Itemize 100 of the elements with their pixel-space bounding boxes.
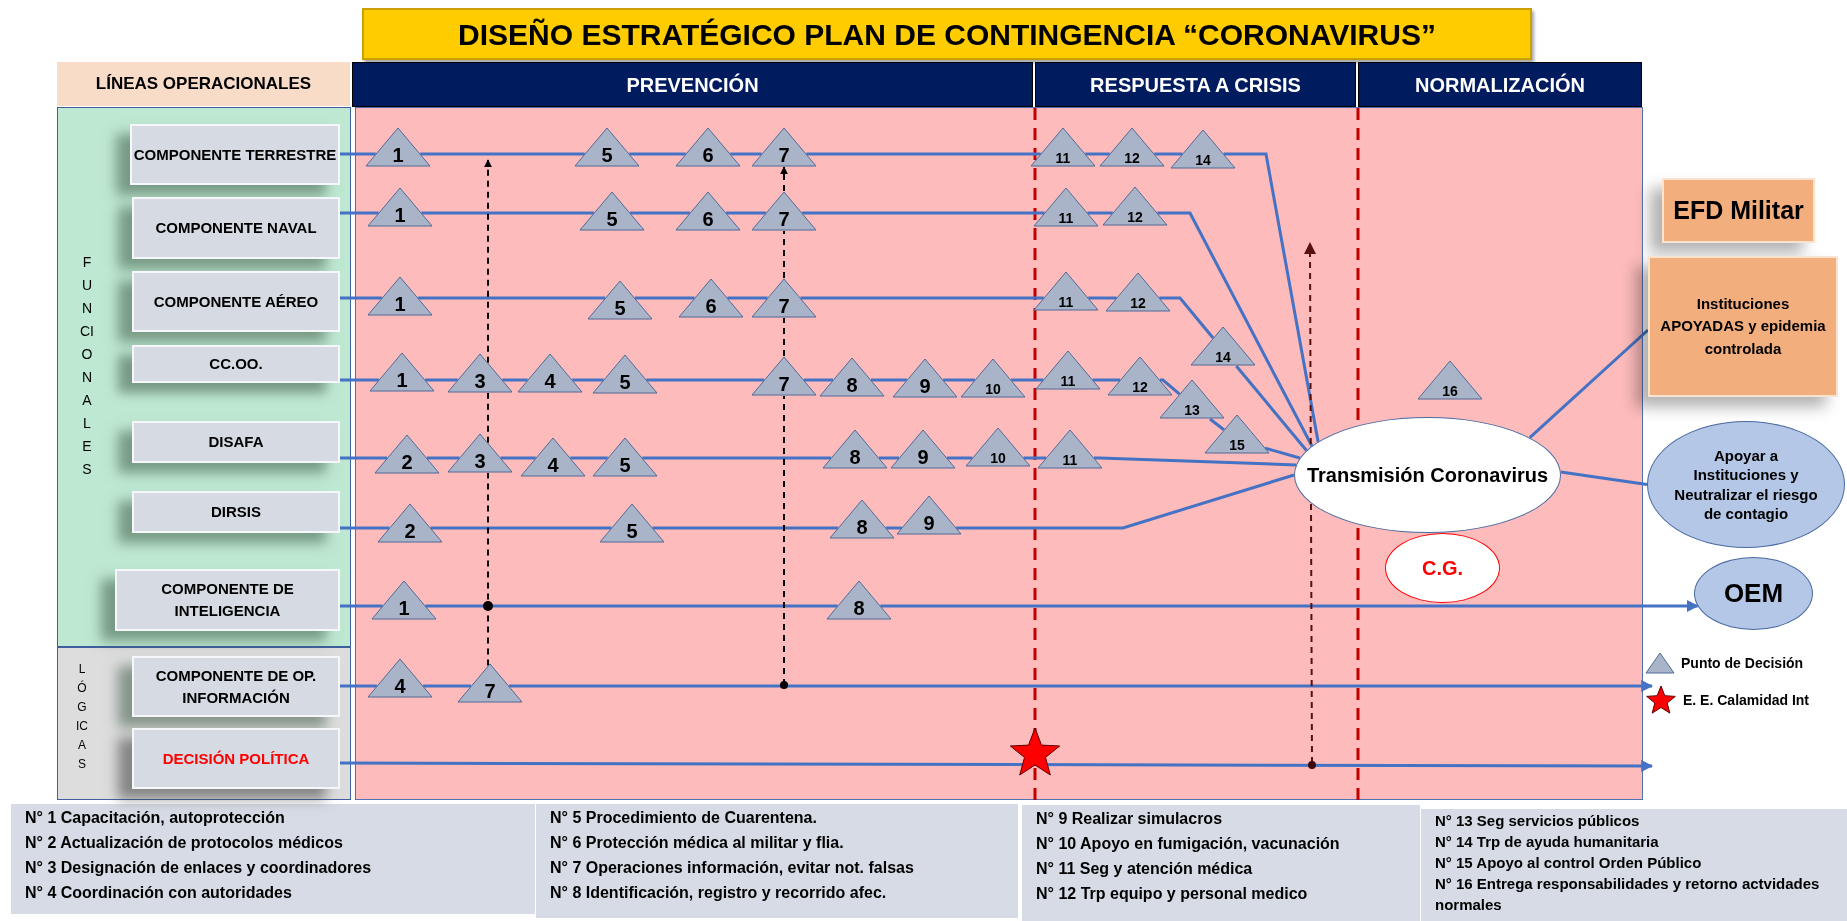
line-label-box xyxy=(130,124,340,185)
node-label: C.G. xyxy=(1421,556,1464,581)
decision-triangle xyxy=(829,499,895,539)
connector-line xyxy=(727,296,768,300)
group-panel xyxy=(57,647,351,800)
decision-number: 8 xyxy=(855,517,869,537)
connector-line xyxy=(426,456,460,460)
decision-triangle xyxy=(1030,127,1096,167)
connector-line xyxy=(418,296,606,300)
connector-line xyxy=(572,378,604,382)
decision-triangle xyxy=(1037,429,1103,469)
connector-line xyxy=(500,456,536,460)
connector-line xyxy=(630,211,690,215)
note-text: N° 10 Apoyo en fumigación, vacunación xyxy=(1036,834,1341,854)
note-text: N° 6 Protección médica al militar y flia. xyxy=(550,833,845,853)
note-text: N° 5 Procedimiento de Cuarentena. xyxy=(550,808,818,828)
decision-triangle xyxy=(587,280,653,320)
decision-triangle xyxy=(675,191,741,231)
connector-line xyxy=(646,378,765,382)
connector-line xyxy=(730,152,762,156)
decision-number: 7 xyxy=(777,374,791,394)
connector-line xyxy=(1159,296,1215,339)
decision-number: 4 xyxy=(543,371,557,391)
node-label: EFD Militar xyxy=(1673,195,1804,227)
decision-number: 9 xyxy=(916,447,930,467)
decision-triangle xyxy=(1033,187,1099,227)
connector-line xyxy=(1154,152,1183,156)
decision-number: 9 xyxy=(918,376,932,396)
line-label-box xyxy=(132,345,340,383)
decision-number: 3 xyxy=(473,371,487,391)
node-label: DECISIÓN POLÍTICA xyxy=(162,748,310,769)
connector-line xyxy=(1157,211,1314,447)
decision-triangle xyxy=(367,187,433,227)
connector-line xyxy=(1088,296,1117,300)
decision-triangle xyxy=(896,495,962,535)
decision-triangle xyxy=(371,580,437,620)
connector-line xyxy=(1159,378,1181,396)
connector-line xyxy=(339,296,382,300)
note-text: N° 15 Apoyo al control Orden Público xyxy=(1435,853,1703,873)
decision-number: 12 xyxy=(1131,380,1149,394)
node-label: Instituciones APOYADAS y epidemia controlada xyxy=(1659,293,1827,359)
node-label: Apoyar a Instituciones y Neutralizar el riesgo de contagio xyxy=(1673,445,1819,524)
decision-number: 5 xyxy=(613,298,627,318)
connector-line xyxy=(946,456,973,460)
connector-line xyxy=(652,526,839,530)
connector-line xyxy=(339,684,377,688)
node-label: COMPONENTE TERRESTRE xyxy=(133,144,337,165)
decision-triangle xyxy=(1159,379,1225,419)
connector-line xyxy=(339,211,379,215)
decision-triangle xyxy=(675,127,741,167)
connector-line xyxy=(726,211,766,215)
connector-line xyxy=(1011,378,1044,382)
connector-line xyxy=(1235,365,1308,452)
connector-line xyxy=(806,152,1041,156)
line-label-box xyxy=(132,421,340,463)
decision-triangle xyxy=(1033,271,1099,311)
note-text: N° 3 Designación de enlaces y coordinadores xyxy=(25,858,373,878)
decision-number: 15 xyxy=(1228,438,1246,452)
node-label: NORMALIZACIÓN xyxy=(1415,72,1585,98)
line-label-box xyxy=(132,491,340,533)
connector-line xyxy=(634,296,695,300)
decision-triangle xyxy=(1102,186,1168,226)
connector-line xyxy=(1209,417,1225,431)
decision-number: 11 xyxy=(1054,151,1072,165)
connector-line xyxy=(339,526,390,530)
node-label: Transmisión Coronavirus xyxy=(1306,463,1549,488)
dashed-arrow xyxy=(484,159,492,364)
connector-line xyxy=(1264,446,1301,460)
decision-triangle xyxy=(377,503,443,543)
decision-number: 4 xyxy=(393,676,407,696)
connector-line xyxy=(425,604,838,608)
decision-number: 8 xyxy=(845,375,859,395)
decision-number: 12 xyxy=(1123,151,1141,165)
decision-number: 1 xyxy=(393,205,407,225)
decision-triangle xyxy=(579,191,645,231)
connector-line xyxy=(420,152,585,156)
decision-triangle xyxy=(1170,129,1236,169)
end-state-box xyxy=(1662,178,1815,243)
connector-line xyxy=(1223,152,1320,442)
connector-line xyxy=(871,378,907,382)
legend-label: E. E. Calamidad Int xyxy=(1683,690,1810,710)
connector-line xyxy=(800,296,1044,300)
connector-line xyxy=(421,211,594,215)
node-label: COMPONENTE DE OP. INFORMACIÓN xyxy=(154,665,318,708)
group-panel xyxy=(57,107,351,647)
decision-number: 5 xyxy=(600,145,614,165)
connector-line xyxy=(880,600,1699,612)
decision-number: 10 xyxy=(989,451,1007,465)
decision-triangle xyxy=(592,354,658,394)
decision-number: 4 xyxy=(546,455,560,475)
decision-triangle xyxy=(826,580,892,620)
column-header xyxy=(57,62,350,106)
decision-triangle xyxy=(1107,356,1173,396)
connector-line xyxy=(1093,456,1297,467)
node-label: DISAFA xyxy=(208,432,264,453)
note-text: N° 2 Actualización de protocolos médicos xyxy=(25,833,344,853)
node-label: CC.OO. xyxy=(209,354,263,375)
decision-triangle xyxy=(1035,350,1101,390)
dashed-arrow xyxy=(780,166,788,192)
note-text: N° 14 Trp de ayuda humanitaria xyxy=(1435,832,1660,852)
